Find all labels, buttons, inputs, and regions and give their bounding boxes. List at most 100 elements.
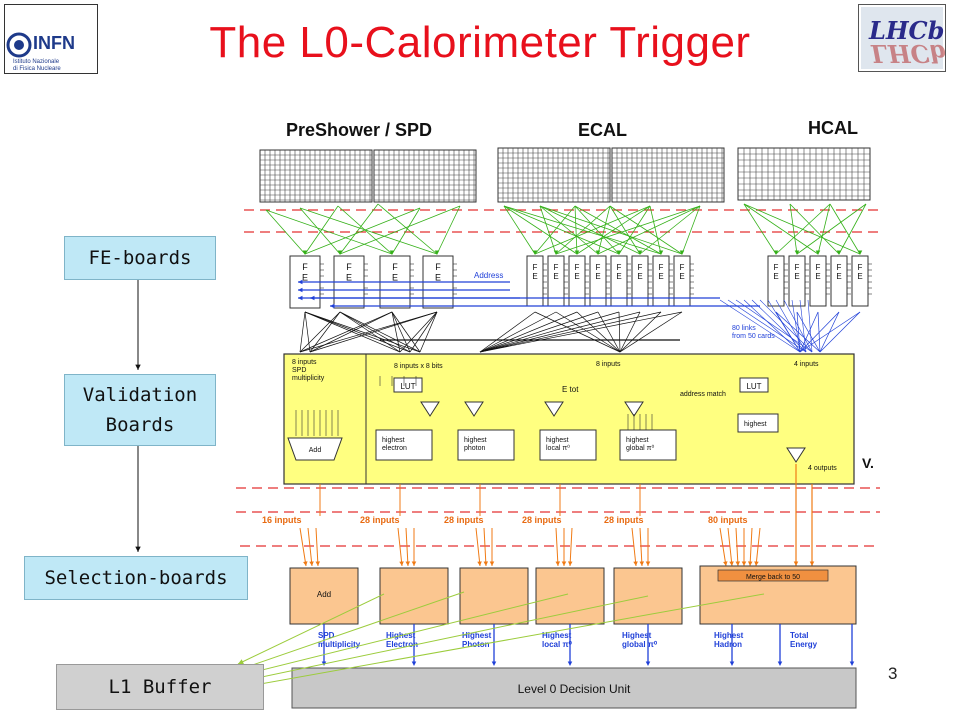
fe-board [767, 255, 785, 307]
detector-to-fe-arrow [743, 203, 819, 255]
lut-box [393, 377, 423, 393]
address-line-head [298, 279, 303, 285]
fe-to-validation-line [299, 311, 306, 353]
page-title: The L0-Calorimeter Trigger [209, 18, 751, 67]
fe-to-validation-line [618, 311, 621, 353]
detector-to-fe-arrow-head [637, 250, 643, 255]
spd-adder [287, 437, 343, 461]
validation-to-selection-arrow [569, 527, 573, 567]
validation-to-selection-arrow [397, 527, 403, 567]
detector-to-fe-arrow-head [532, 250, 538, 255]
detector-to-fe-arrow [639, 205, 701, 255]
validation-to-selection-arrow-head [555, 561, 561, 566]
fe-to-validation-line [299, 311, 438, 353]
detector-to-fe-arrow [829, 203, 861, 255]
selection-output-head [645, 661, 651, 666]
fe-to-validation-line [304, 311, 401, 353]
selection-output-head [411, 661, 417, 666]
fe-to-validation-line [619, 311, 641, 353]
selection-board [289, 567, 359, 625]
detector-to-fe-arrow [743, 203, 861, 255]
detector-to-fe-arrow [796, 203, 867, 255]
svg-text:LHCb: LHCb [868, 16, 944, 45]
validation-unit [737, 413, 779, 433]
fe-to-validation-line [309, 311, 438, 353]
detector-to-fe-arrow [534, 205, 576, 255]
selection-output-head [777, 661, 783, 666]
validation-to-selection-arrow [749, 527, 753, 567]
selection-boards-label: Selection-boards [24, 556, 248, 600]
detector-to-fe-arrow [539, 205, 557, 255]
detector-to-fe-arrow-head [836, 250, 842, 255]
hcal-grid [737, 147, 871, 201]
detector-to-fe-arrow [265, 209, 306, 255]
validation-to-selection-arrow [631, 527, 637, 567]
input-count-label: 16 inputs [262, 515, 302, 525]
detector-to-fe-arrow [576, 205, 651, 255]
selection-output-head [491, 661, 497, 666]
ecal-grid-right [611, 147, 725, 203]
detector-to-fe-arrow [539, 205, 683, 255]
detector-to-fe-arrow [503, 205, 536, 255]
detector-to-fe-arrow [555, 205, 611, 255]
fe-to-validation-line [391, 311, 401, 353]
fe-board [830, 255, 848, 307]
detector-to-fe-arrow [681, 205, 701, 255]
selection-to-l1-arrow [237, 593, 765, 689]
hcal-to-validation-line [796, 311, 821, 353]
validation-to-selection-arrow [405, 527, 409, 567]
fe-to-validation-line [555, 311, 621, 353]
detector-to-fe-arrow [299, 207, 438, 255]
detector-to-fe-arrow [743, 203, 777, 255]
detector-label-hcal: HCAL [808, 118, 858, 138]
lut-label: LUT [746, 382, 761, 391]
detector-to-fe-arrow [539, 205, 599, 255]
lut-label: LUT [400, 382, 415, 391]
address-line-head [298, 287, 303, 293]
validation-to-selection-arrow-head [633, 561, 638, 566]
fe-to-validation-line [619, 311, 683, 353]
detector-to-fe-arrow-head [857, 250, 863, 255]
detector-to-fe-arrow-head [616, 250, 622, 255]
validation-to-selection-arrow-head [754, 561, 759, 566]
detector-to-fe-arrow-head [773, 250, 779, 255]
address-annotation: Address [474, 271, 503, 280]
input-count-label: 80 inputs [708, 515, 748, 525]
validation-to-selection-arrow-head [315, 561, 321, 566]
lut-box [739, 377, 769, 393]
fe-board [788, 255, 806, 307]
validation-to-selection-arrow-head [303, 561, 308, 566]
hcal-to-validation-line [799, 311, 840, 353]
detector-to-fe-arrow [299, 207, 341, 255]
validation-to-selection-arrow-head [645, 561, 651, 566]
validation-to-selection-arrow-head [567, 561, 573, 566]
link-line [791, 299, 801, 353]
validation-unit [375, 429, 433, 461]
validation-to-selection-arrow-head [723, 561, 728, 566]
detector-to-fe-arrow-head [679, 250, 685, 255]
validation-to-selection-arrow-head [741, 561, 747, 566]
e-tot-annotation: E tot [562, 385, 579, 394]
selection-to-l1-arrow-head [238, 659, 244, 665]
detector-to-fe-arrow-head [574, 250, 580, 255]
comparator-triangle [464, 401, 484, 417]
link-line [751, 299, 807, 353]
detector-to-fe-arrow [649, 205, 662, 255]
detector-to-fe-arrow-head [434, 250, 440, 255]
fe-to-validation-line [479, 311, 599, 353]
validation-to-selection-arrow [299, 527, 307, 567]
input-count-label: 28 inputs [522, 515, 562, 525]
validation-to-selection-arrow-head [399, 561, 404, 566]
selection-output-head [729, 661, 735, 666]
detector-to-fe-arrow [265, 209, 393, 255]
